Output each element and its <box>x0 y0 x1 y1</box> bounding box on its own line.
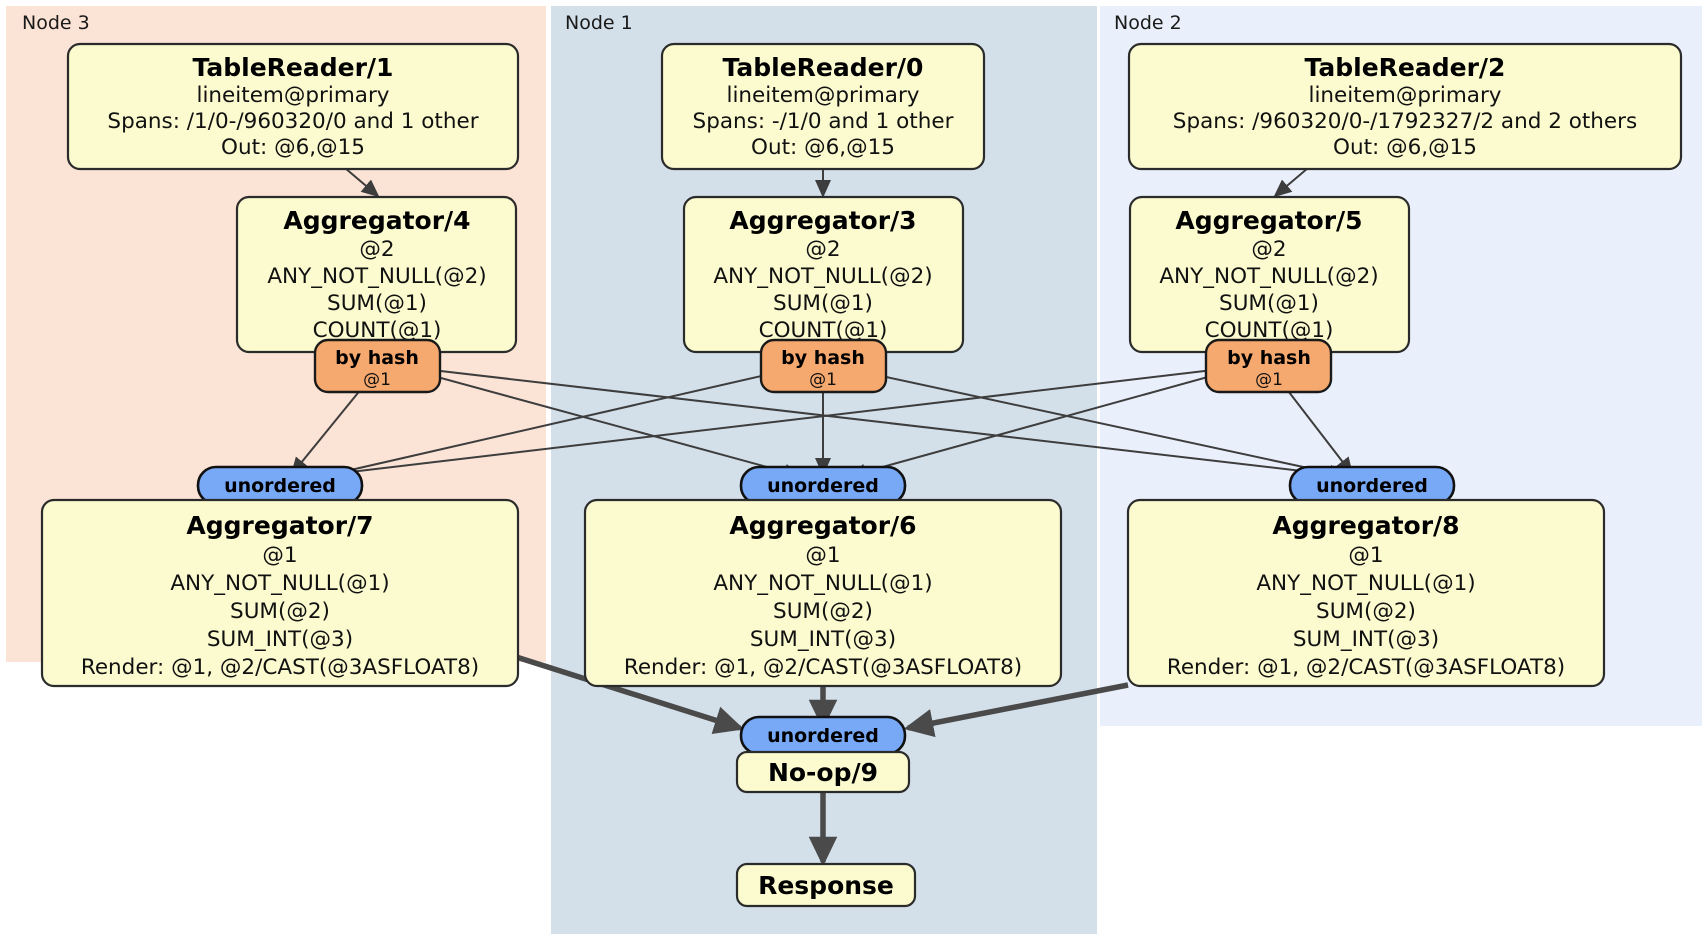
edge-aggregator8-unorderedfinal <box>903 682 1129 738</box>
tablereader0-line-1: Spans: -/1/0 and 1 other <box>693 109 954 134</box>
tablereader1-title: TableReader/1 <box>193 53 394 82</box>
aggregator6-box[interactable] <box>583 498 1063 688</box>
edge-hashright-unorderedcenter <box>848 374 1216 480</box>
aggregator7-line-0: @1 <box>262 543 297 568</box>
edge-hashcenter-unorderedright <box>876 374 1347 481</box>
synchronizer-unordered-center[interactable]: unordered <box>739 465 907 506</box>
processor-aggregator7[interactable]: Aggregator/7 @1 ANY_NOT_NULL(@1) SUM(@2)… <box>40 498 520 688</box>
edge-hashcenter-unorderedleft <box>318 373 771 482</box>
aggregator6-line-3: SUM_INT(@3) <box>750 627 896 652</box>
aggregator5-title: Aggregator/5 <box>1175 206 1362 235</box>
hash-left-title: by hash <box>335 347 419 369</box>
tablereader2-title: TableReader/2 <box>1305 53 1506 82</box>
aggregator4-title: Aggregator/4 <box>283 206 470 235</box>
processor-aggregator5[interactable]: Aggregator/5 @2 ANY_NOT_NULL(@2) SUM(@1)… <box>1128 195 1411 354</box>
processor-tablereader1[interactable]: TableReader/1 lineitem@primary Spans: /1… <box>66 42 520 171</box>
aggregator4-line-1: ANY_NOT_NULL(@2) <box>267 264 486 289</box>
edge-tablereader2-aggregator5 <box>1273 167 1309 198</box>
aggregator7-line-2: SUM(@2) <box>230 599 330 624</box>
processor-noop9[interactable]: No-op/9 <box>735 750 911 794</box>
synchronizer-unordered-right[interactable]: unordered <box>1288 465 1456 506</box>
tablereader2-line-2: Out: @6,@15 <box>1333 135 1477 160</box>
aggregator8-line-1: ANY_NOT_NULL(@1) <box>1256 571 1475 596</box>
hash-center-sub: @1 <box>809 370 837 390</box>
tablereader0-title: TableReader/0 <box>723 53 924 82</box>
aggregator5-line-0: @2 <box>1251 237 1286 262</box>
router-hash-center[interactable]: by hash @1 <box>759 338 888 394</box>
aggregator7-title: Aggregator/7 <box>186 511 373 540</box>
noop9-box[interactable] <box>735 750 911 794</box>
edge-hashleft-unorderedright <box>431 369 1347 483</box>
processor-aggregator4[interactable]: Aggregator/4 @2 ANY_NOT_NULL(@2) SUM(@1)… <box>235 195 518 354</box>
aggregator4-line-0: @2 <box>359 237 394 262</box>
tablereader0-line-0: lineitem@primary <box>726 83 919 108</box>
edge-aggregator7-unorderedfinal <box>509 652 745 734</box>
router-hash-right[interactable]: by hash @1 <box>1204 338 1333 394</box>
processor-tablereader0[interactable]: TableReader/0 lineitem@primary Spans: -/… <box>660 42 986 171</box>
aggregator8-line-4: Render: @1, @2/CAST(@3ASFLOAT8) <box>1167 655 1565 680</box>
processor-aggregator3[interactable]: Aggregator/3 @2 ANY_NOT_NULL(@2) SUM(@1)… <box>682 195 965 354</box>
aggregator8-title: Aggregator/8 <box>1272 511 1459 540</box>
unordered-left-label: unordered <box>224 475 336 497</box>
aggregator7-box[interactable] <box>40 498 520 688</box>
tablereader1-line-2: Out: @6,@15 <box>221 135 365 160</box>
tablereader0-box[interactable] <box>660 42 986 171</box>
aggregator3-title: Aggregator/3 <box>729 206 916 235</box>
aggregator5-line-2: SUM(@1) <box>1219 291 1319 316</box>
aggregator8-box[interactable] <box>1126 498 1606 688</box>
aggregator7-line-3: SUM_INT(@3) <box>207 627 353 652</box>
tablereader1-box[interactable] <box>66 42 520 171</box>
tablereader2-line-0: lineitem@primary <box>1308 83 1501 108</box>
response-title: Response <box>758 871 894 900</box>
router-hash-left[interactable]: by hash @1 <box>313 338 442 394</box>
cluster-node2-label: Node 2 <box>1114 12 1182 34</box>
tablereader1-line-0: lineitem@primary <box>196 83 389 108</box>
cluster-node3-label: Node 3 <box>22 12 90 34</box>
hash-left-badge[interactable] <box>313 338 442 394</box>
aggregator8-line-2: SUM(@2) <box>1316 599 1416 624</box>
edge-hashleft-unorderedcenter <box>429 374 802 480</box>
edge-tablereader1-aggregator4 <box>344 167 380 198</box>
aggregator6-title: Aggregator/6 <box>729 511 916 540</box>
aggregator8-line-3: SUM_INT(@3) <box>1293 627 1439 652</box>
processor-response[interactable]: Response <box>735 862 917 908</box>
tablereader0-line-2: Out: @6,@15 <box>751 135 895 160</box>
aggregator8-line-0: @1 <box>1348 543 1383 568</box>
cluster-node1-label: Node 1 <box>565 12 633 34</box>
hash-left-sub: @1 <box>363 370 391 390</box>
hash-right-sub: @1 <box>1255 370 1283 390</box>
aggregator7-line-4: Render: @1, @2/CAST(@3ASFLOAT8) <box>81 655 479 680</box>
aggregator3-line-1: ANY_NOT_NULL(@2) <box>713 264 932 289</box>
unordered-final-label: unordered <box>767 725 879 747</box>
hash-right-badge[interactable] <box>1204 338 1333 394</box>
aggregator4-line-2: SUM(@1) <box>327 291 427 316</box>
aggregator6-line-4: Render: @1, @2/CAST(@3ASFLOAT8) <box>624 655 1022 680</box>
unordered-center-label: unordered <box>767 475 879 497</box>
processor-aggregator8[interactable]: Aggregator/8 @1 ANY_NOT_NULL(@1) SUM(@2)… <box>1126 498 1606 688</box>
synchronizer-unordered-final[interactable]: unordered <box>739 715 907 756</box>
response-box[interactable] <box>735 862 917 908</box>
processor-tablereader2[interactable]: TableReader/2 lineitem@primary Spans: /9… <box>1127 42 1683 171</box>
hash-center-title: by hash <box>781 347 865 369</box>
synchronizer-unordered-left[interactable]: unordered <box>196 465 364 506</box>
aggregator6-line-1: ANY_NOT_NULL(@1) <box>713 571 932 596</box>
edge-hashleft-unorderedleft <box>290 382 367 476</box>
hash-center-badge[interactable] <box>759 338 888 394</box>
aggregator6-line-2: SUM(@2) <box>773 599 873 624</box>
hash-right-title: by hash <box>1227 347 1311 369</box>
tablereader2-line-1: Spans: /960320/0-/1792327/2 and 2 others <box>1173 109 1637 134</box>
processor-aggregator6[interactable]: Aggregator/6 @1 ANY_NOT_NULL(@1) SUM(@2)… <box>583 498 1063 688</box>
aggregator3-line-2: SUM(@1) <box>773 291 873 316</box>
noop9-title: No-op/9 <box>768 758 878 787</box>
edge-hashright-unorderedright <box>1281 382 1354 476</box>
aggregator7-line-1: ANY_NOT_NULL(@1) <box>170 571 389 596</box>
aggregator6-line-0: @1 <box>805 543 840 568</box>
tablereader2-box[interactable] <box>1127 42 1683 171</box>
unordered-right-label: unordered <box>1316 475 1428 497</box>
edge-hashright-unorderedleft <box>298 369 1214 485</box>
aggregator5-line-1: ANY_NOT_NULL(@2) <box>1159 264 1378 289</box>
aggregator3-line-0: @2 <box>805 237 840 262</box>
tablereader1-line-1: Spans: /1/0-/960320/0 and 1 other <box>107 109 478 134</box>
